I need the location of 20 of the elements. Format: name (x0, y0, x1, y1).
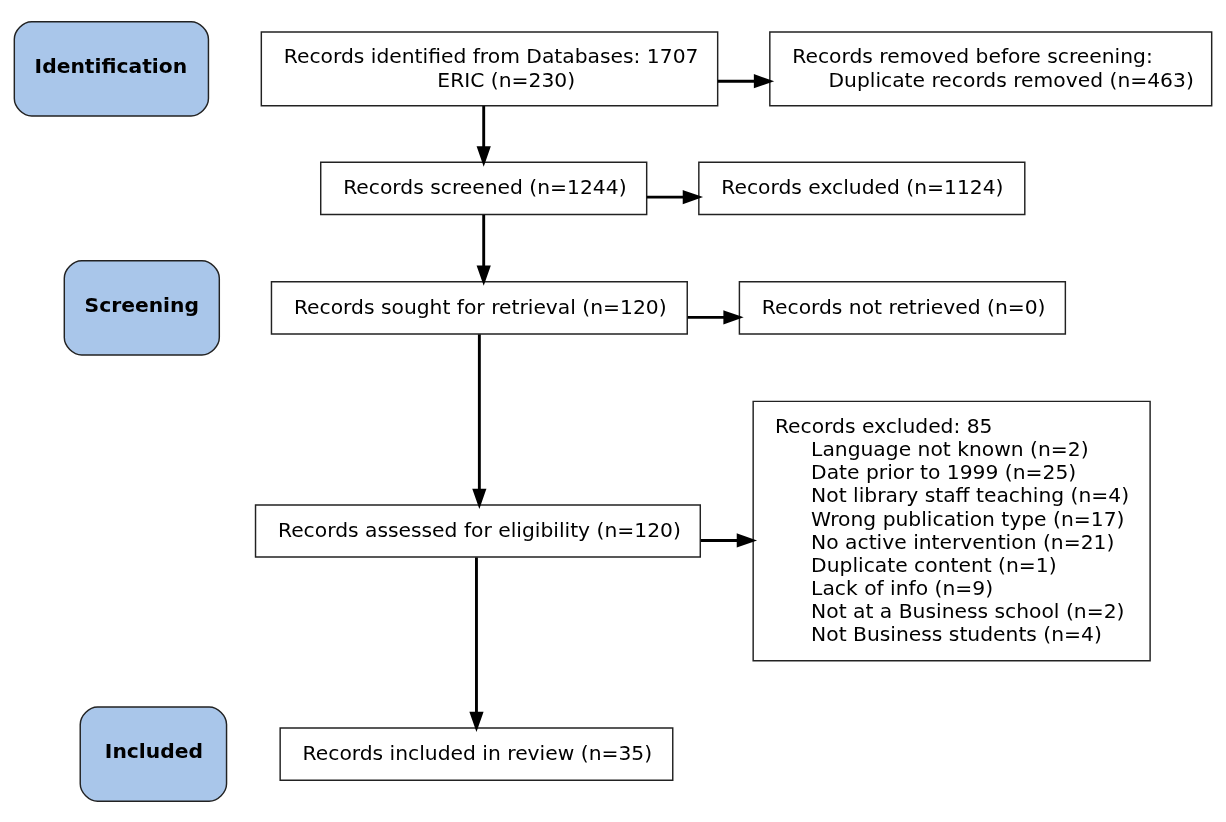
node-box: Records removed before screening: Duplicate records removed (n=463) (769, 30, 1213, 107)
node-box: Records not retrieved (n=0) (738, 280, 1067, 335)
node-box: Records excluded: 85 Language not known (n=2) Date prior to 1999 (n=25) Not library staff teaching (n=4) Wrong publication type (n=17) No active intervention (n=21) Duplicate content (n=1) Lack of info (n=9) Not at a Business school (n=2) Not Business students (n=4) (752, 400, 1151, 661)
arrow (687, 309, 744, 324)
arrow (717, 73, 775, 88)
node-box: Identification (13, 20, 210, 117)
arrow (476, 214, 491, 286)
node-box: Included (79, 705, 228, 802)
node-box: Records identified from Databases: 1707 ERIC (n=230) (260, 30, 719, 107)
node-box: Records assessed for eligibility (n=120) (254, 503, 701, 558)
arrow (646, 189, 704, 204)
arrow (472, 333, 487, 509)
arrow (469, 557, 484, 732)
arrow (700, 532, 758, 548)
node-box: Records sought for retrieval (n=120) (270, 280, 688, 335)
node-box: Records included in review (n=35) (279, 726, 674, 781)
node-box: Records screened (n=1244) (320, 161, 648, 215)
node-box: Records excluded (n=1124) (698, 161, 1026, 215)
node-box: Screening (63, 259, 221, 356)
arrow (476, 105, 491, 167)
